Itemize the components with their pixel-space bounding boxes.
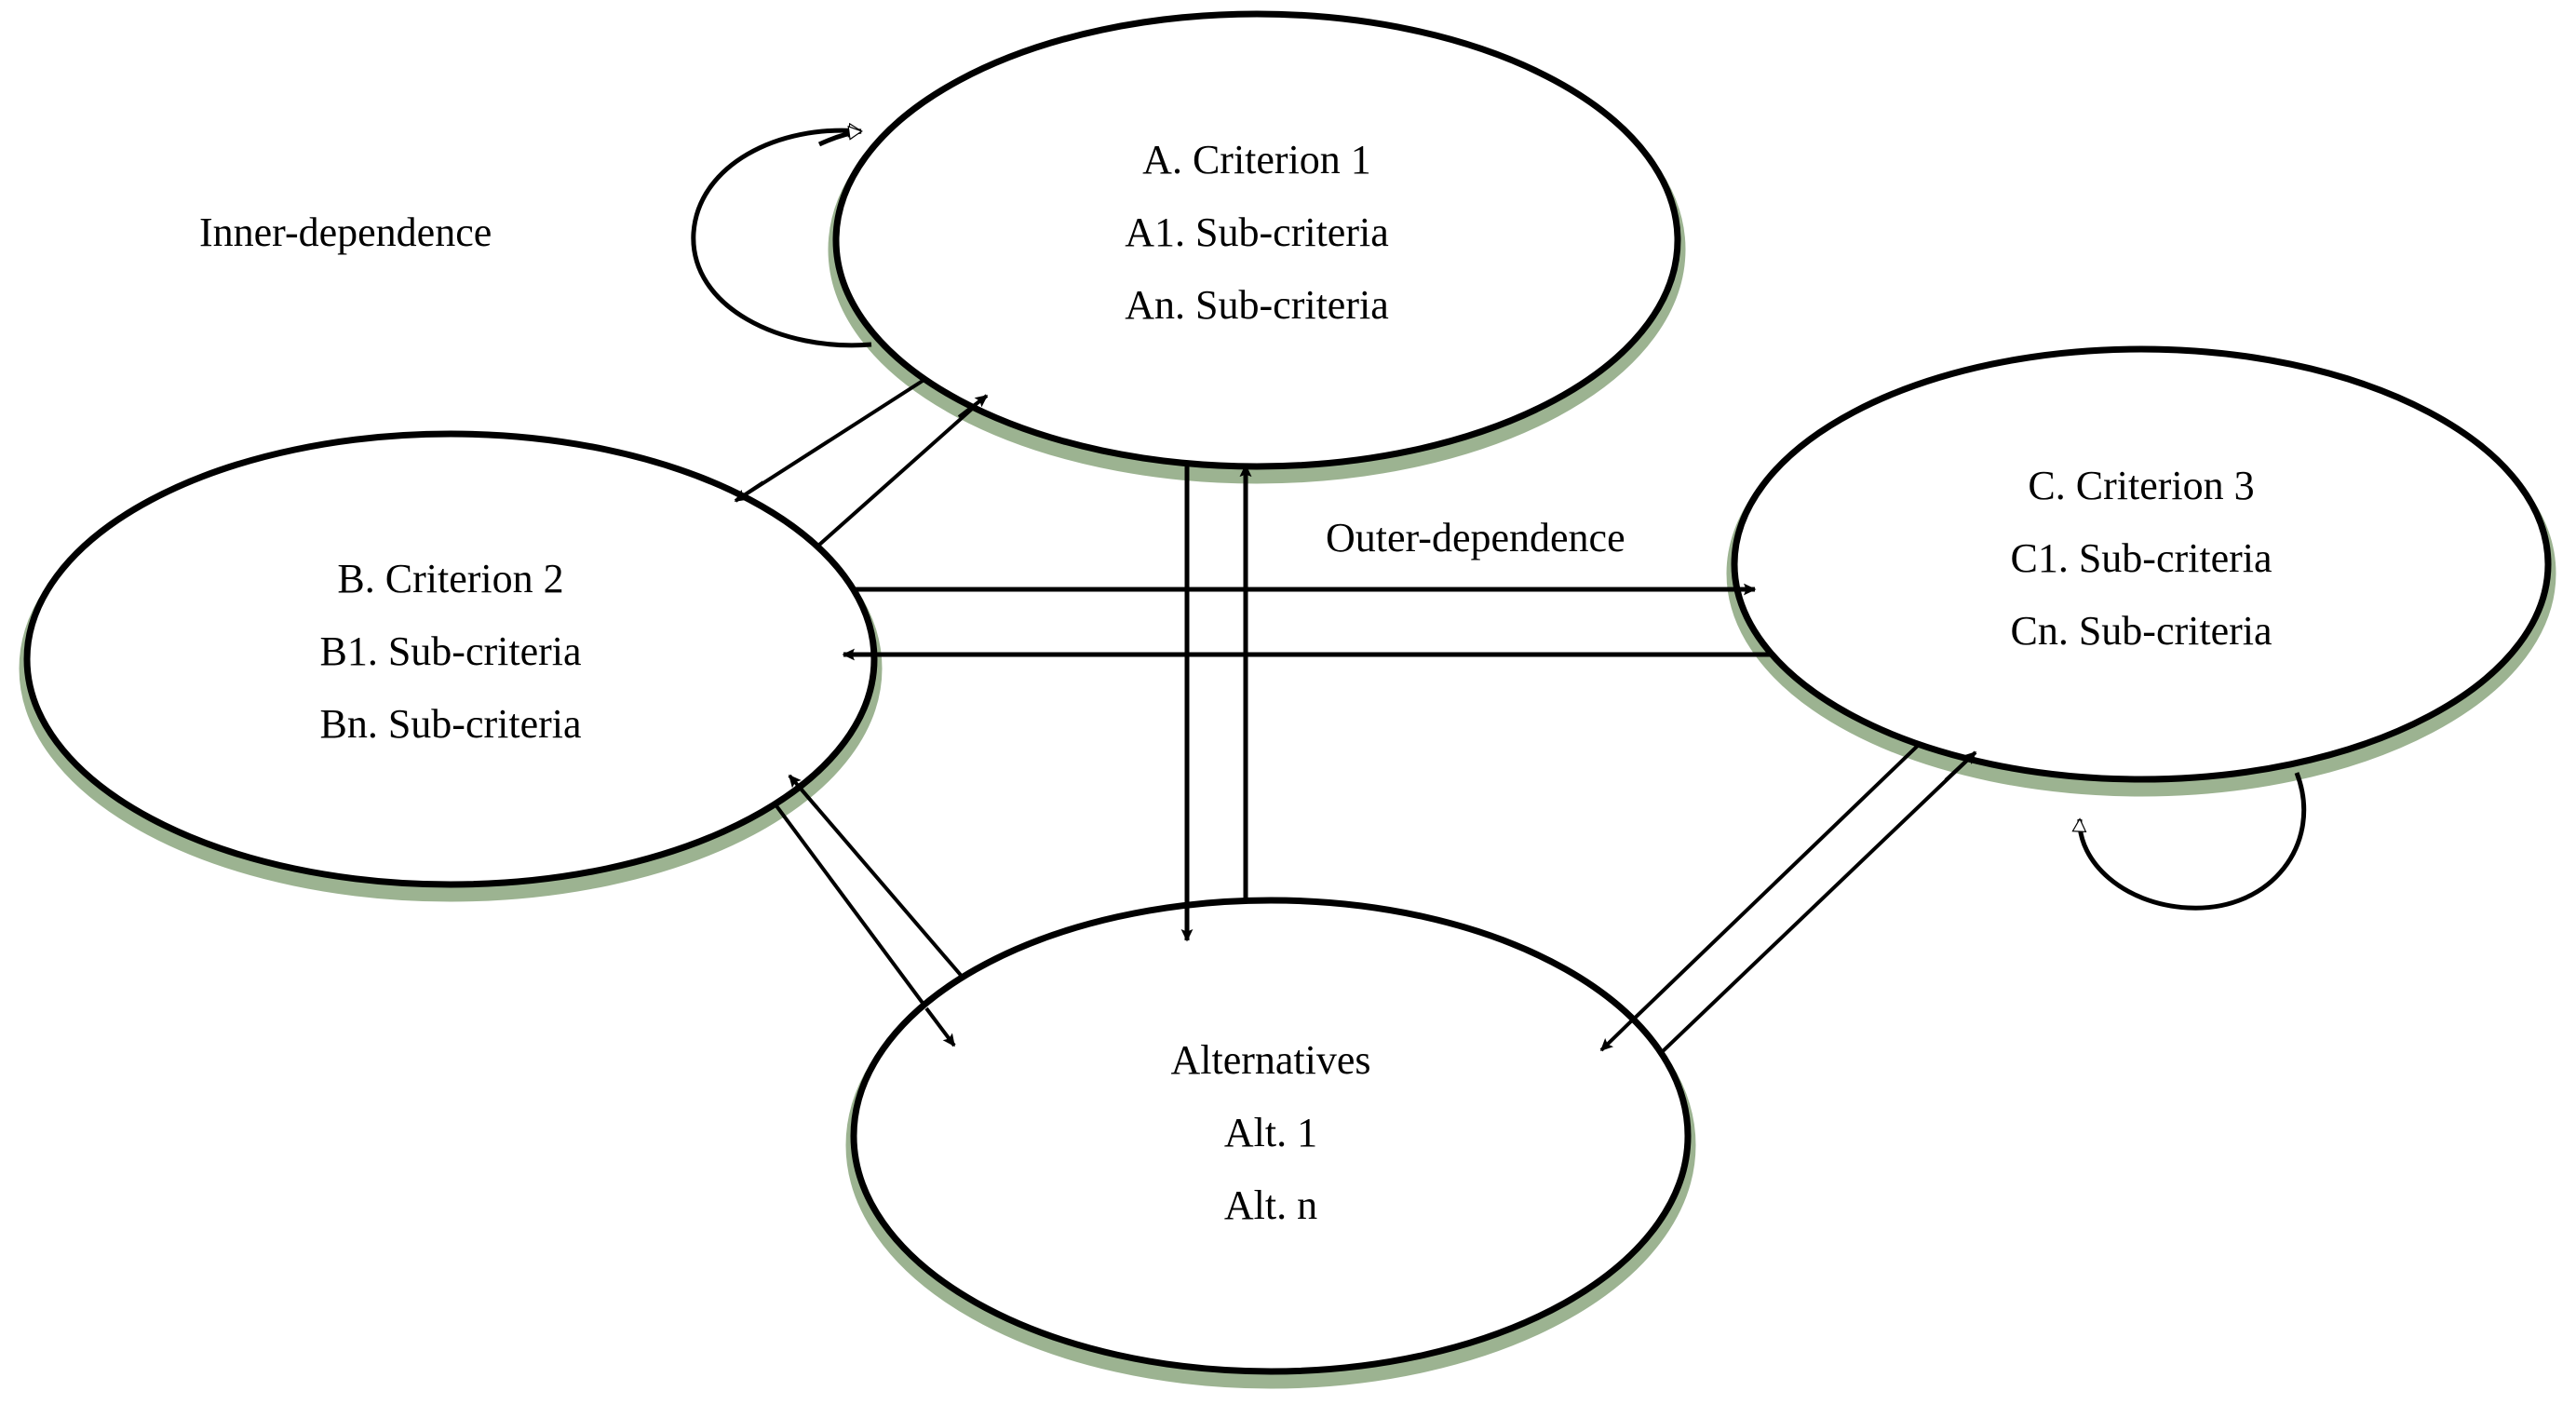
node-ellipses[interactable] [23,10,2552,1375]
criterion-3-self-loop-arrow [2071,772,2307,911]
arrowhead-b-to-alt [924,1006,956,1047]
arrowhead-b-to-a [957,394,989,419]
edge-criterion3-to-alternatives [1599,715,1949,1052]
arrowheads-overlay [734,125,1977,1052]
arrowhead-alt-to-b [788,774,819,810]
criterion-1-self-loop-arrow [691,122,872,348]
edge-criterion2-to-criterion1 [791,394,989,570]
arrowhead-a-to-b [734,480,765,503]
edge-criterion2-to-alternatives [757,780,956,1047]
edge-alternatives-to-criterion3 [1639,750,1977,1074]
criterion-3-ellipse[interactable] [1731,345,2552,783]
edge-criterion1-to-criterion2 [734,371,937,503]
criterion-1-ellipse[interactable] [832,10,1681,470]
arrowhead-a-self-loop [817,125,863,147]
outer-dependence-label: Outer-dependence [1326,515,1625,560]
edge-alternatives-to-criterion2 [788,774,989,1007]
inner-dependence-label: Inner-dependence [199,209,492,255]
arrowhead-alt-to-c [1944,750,1977,782]
alternatives-ellipse[interactable] [850,897,1692,1375]
arrowhead-c-to-alt [1599,1017,1636,1052]
criterion-2-ellipse[interactable] [23,430,878,888]
